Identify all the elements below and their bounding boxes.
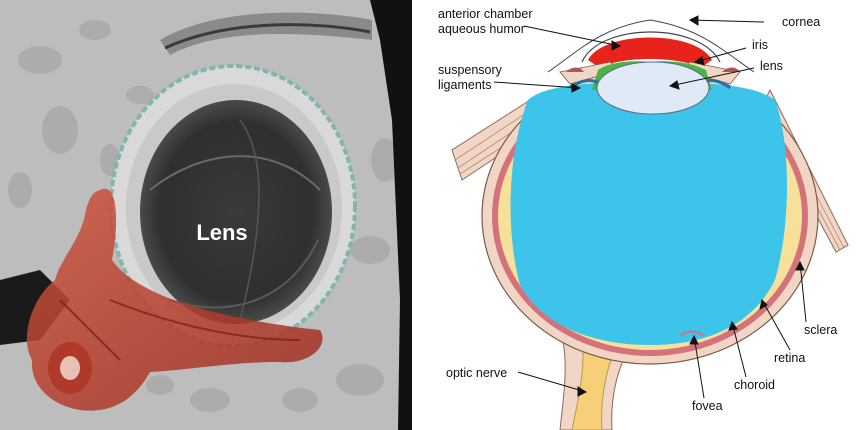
red-structure — [26, 188, 323, 411]
eye-diagram-panel: anterior chamber aqueous humor cornea ir… — [412, 0, 860, 430]
label-choroid: choroid — [734, 378, 775, 392]
lens-fiber-2 — [169, 239, 319, 309]
label-sclera: sclera — [804, 323, 837, 337]
dark-edge — [370, 0, 412, 430]
label-fovea: fovea — [692, 399, 723, 413]
label-optic-nerve: optic nerve — [446, 366, 507, 380]
lens-label: Lens — [196, 220, 247, 245]
label-retina: retina — [774, 351, 805, 365]
label-aqueous-humor: aqueous humor — [438, 22, 525, 36]
lens-body — [140, 100, 332, 324]
cornea-outer — [547, 19, 755, 73]
label-cornea: cornea — [782, 15, 820, 29]
label-anterior-chamber: anterior chamber — [438, 7, 533, 21]
lens-fiber-3 — [239, 119, 260, 321]
lens-fiber-1 — [149, 155, 321, 191]
label-iris: iris — [752, 38, 768, 52]
optic-reconstruction — [26, 188, 323, 411]
lens-capsule-outline — [109, 64, 357, 348]
vitreous-body — [510, 82, 788, 345]
label-suspensory: suspensory — [438, 63, 503, 77]
label-lens: lens — [760, 59, 783, 73]
red-structure-hole — [60, 356, 80, 380]
micrograph-panel: Lens — [0, 0, 412, 430]
membrane-band — [160, 12, 372, 56]
leader-lines — [493, 15, 807, 399]
fovea-mark — [679, 330, 705, 337]
label-ligaments: ligaments — [438, 78, 492, 92]
cell-texture — [8, 20, 399, 412]
membrane-line — [164, 23, 371, 50]
micrograph-svg: Lens — [0, 0, 412, 430]
iris-pigment-right — [722, 67, 740, 72]
eye-lens — [596, 61, 710, 115]
iris-pigment-left — [566, 67, 584, 72]
eye-diagram-svg: anterior chamber aqueous humor cornea ir… — [438, 7, 849, 430]
